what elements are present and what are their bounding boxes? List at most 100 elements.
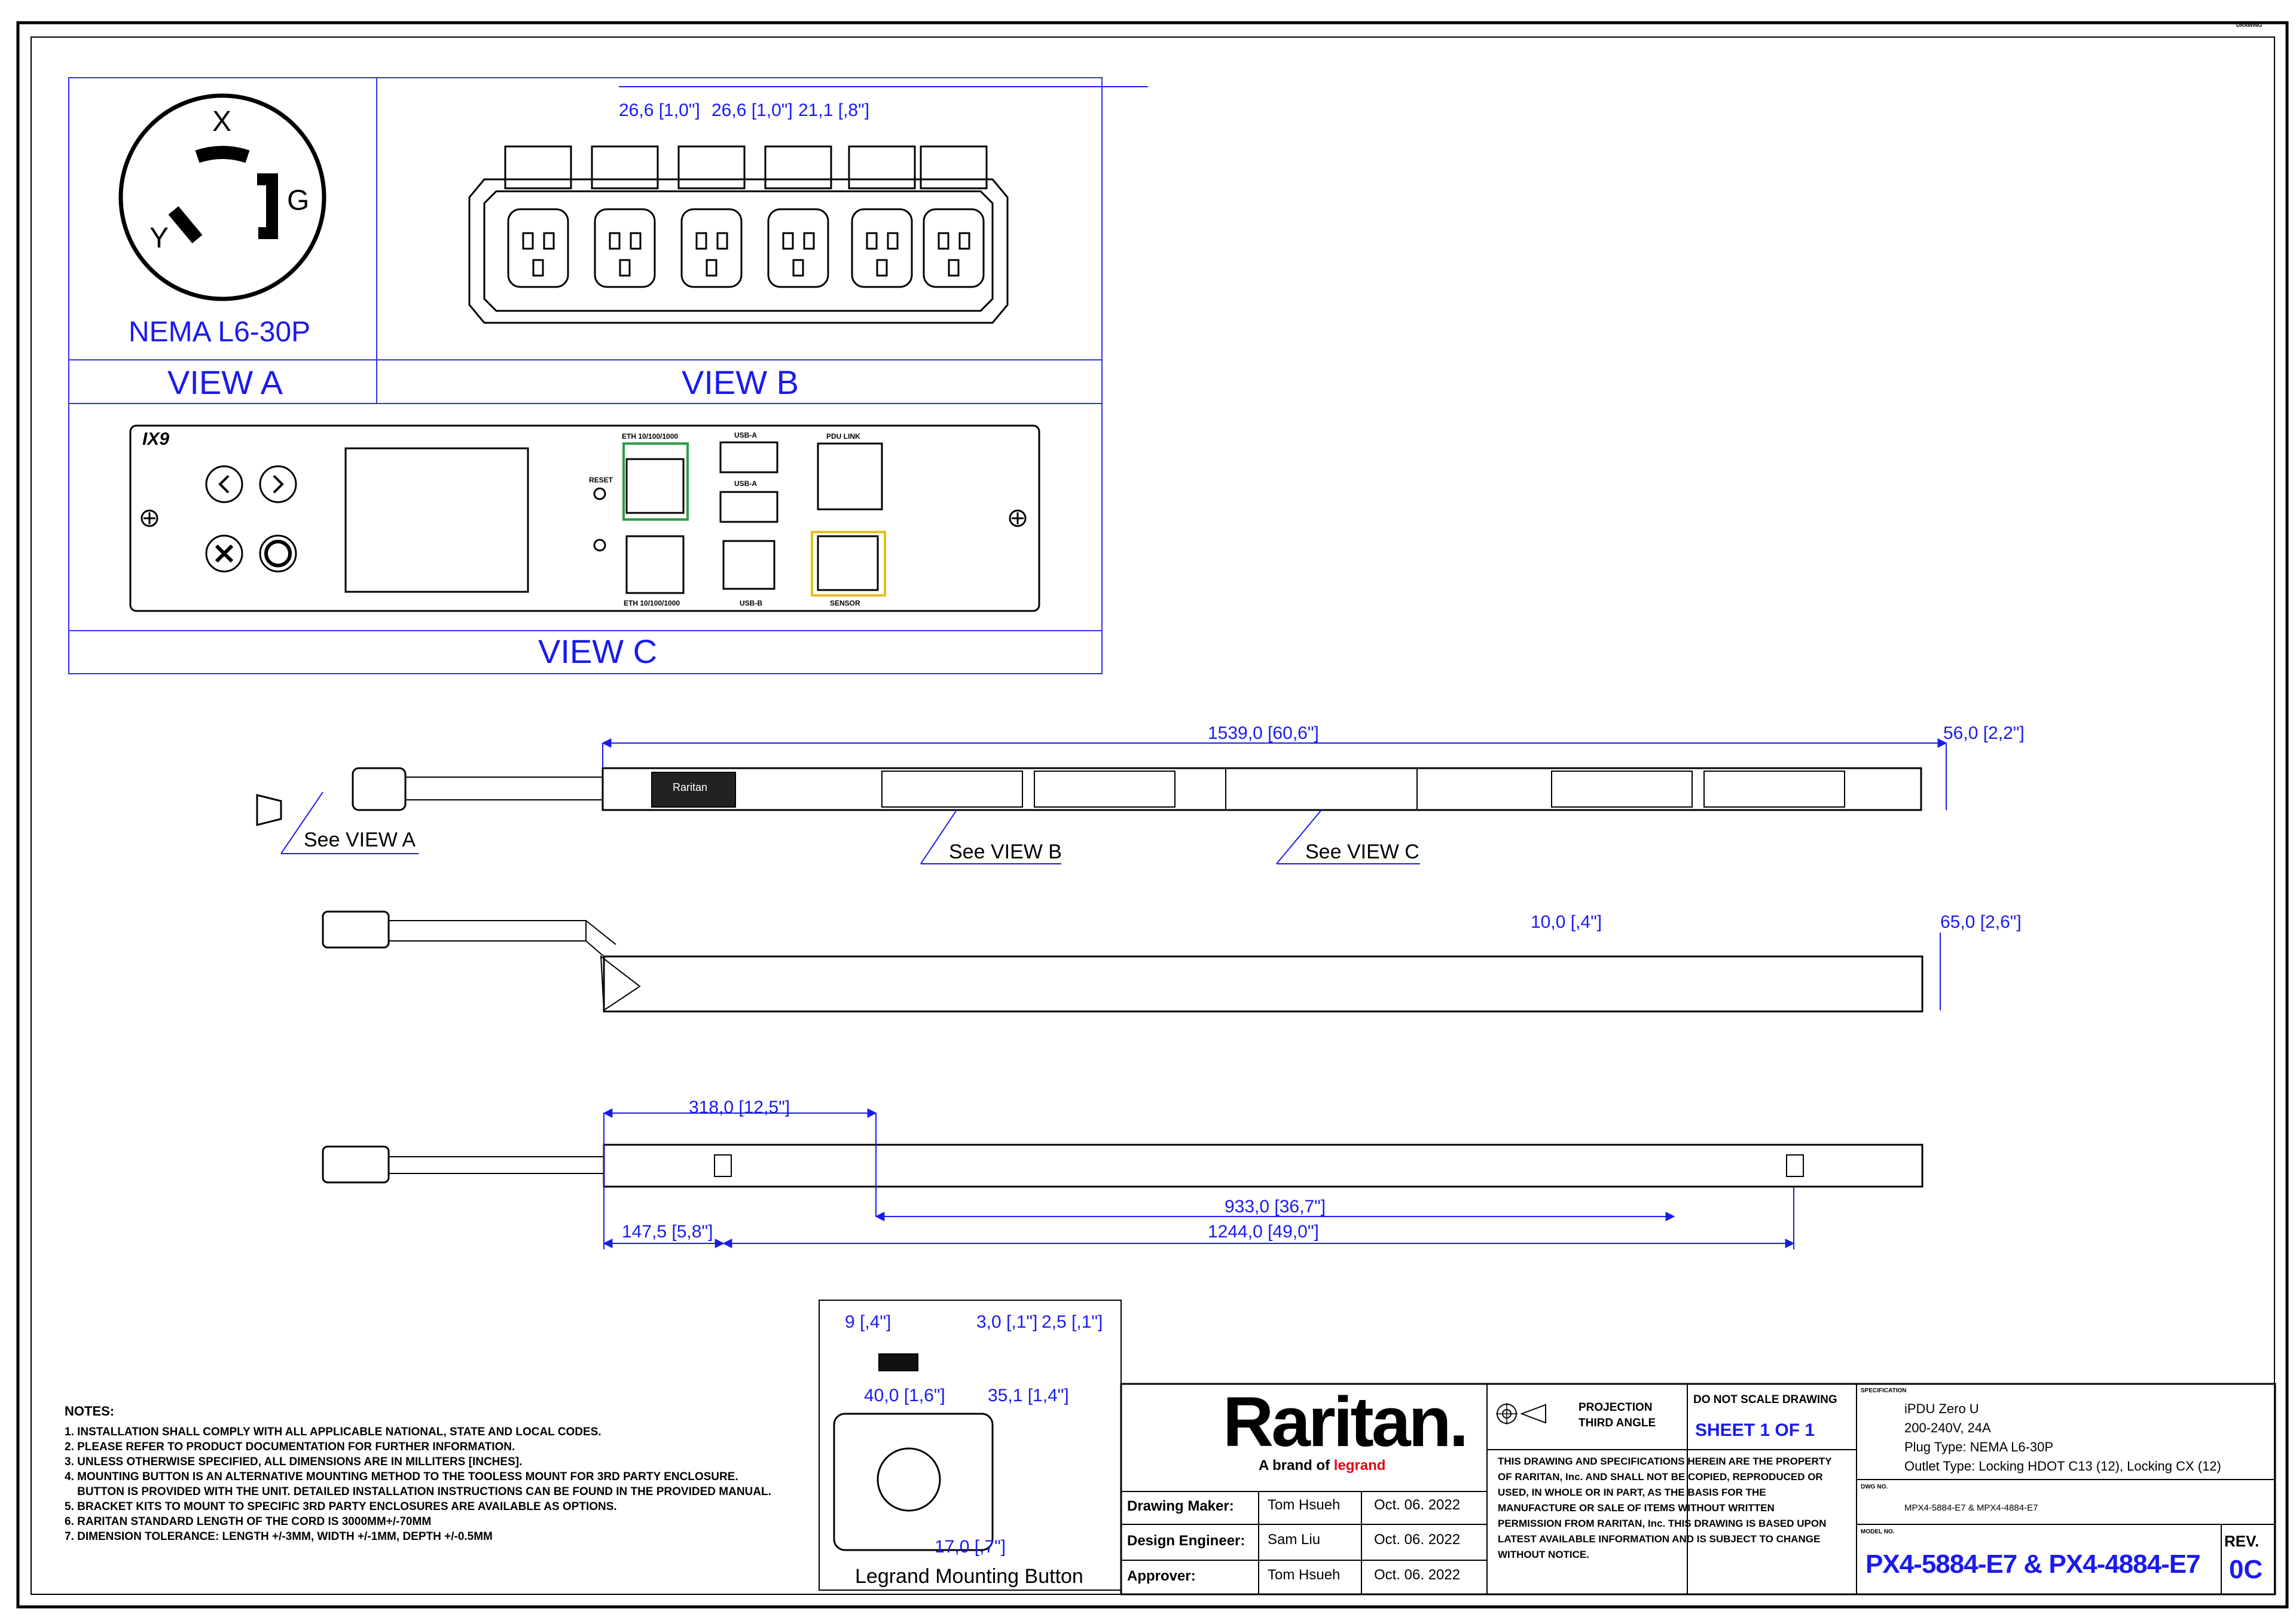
projection-label: PROJECTION THIRD ANGLE	[1578, 1401, 1656, 1429]
drawing-maker-date: Oct. 06. 2022	[1374, 1497, 1461, 1513]
plug-letter-y: Y	[149, 222, 169, 254]
depth-dim-65: 65,0 [2,6"]	[1940, 912, 2022, 932]
reset-label: RESET	[589, 476, 613, 484]
outlet-slot	[532, 259, 544, 277]
notes-title: NOTES:	[65, 1404, 115, 1419]
outlet-receptacle	[594, 208, 656, 288]
plug-type-name: NEMA L6-30P	[129, 316, 311, 348]
note-item: 7. DIMENSION TOLERANCE: LENGTH +/-3MM, W…	[65, 1530, 493, 1543]
outlet-slot	[522, 232, 534, 250]
outlet-slot	[876, 259, 888, 277]
views-frame	[68, 77, 1103, 674]
outlet-slot	[609, 232, 621, 250]
button-dim-25: 2,5 [,1"]	[1042, 1312, 1103, 1332]
plug-letter-g: G	[287, 185, 310, 216]
legrand-logo: legrand	[1333, 1457, 1386, 1474]
note-item: 2. PLEASE REFER TO PRODUCT DOCUMENTATION…	[65, 1441, 515, 1453]
nema-plug-face	[118, 93, 326, 301]
depth-dim-10: 10,0 [,4"]	[1531, 912, 1602, 932]
dwg-no-label: DWG NO.	[1861, 1484, 1888, 1490]
outlet-receptacle	[767, 208, 829, 288]
outlet-slot	[938, 232, 949, 250]
drawing-maker-role: Drawing Maker:	[1127, 1498, 1234, 1514]
ownership-disclaimer: THIS DRAWING AND SPECIFICATIONS HEREIN A…	[1498, 1456, 1832, 1560]
tagline-prefix: A brand of	[1259, 1457, 1330, 1474]
see-view-b-callout: See VIEW B	[949, 840, 1062, 863]
rev-value: 0C	[2229, 1555, 2263, 1584]
note-item: 5. BRACKET KITS TO MOUNT TO SPECIFIC 3RD…	[65, 1500, 617, 1513]
inner-border	[30, 36, 2275, 1595]
outlet-slot	[792, 259, 804, 277]
outlet-slot	[887, 232, 899, 250]
outlet-receptacle	[923, 208, 985, 288]
outlet-receptacle	[680, 208, 743, 288]
back-dim-1244: 1244,0 [49,0"]	[1208, 1222, 1319, 1242]
note-item: 1. INSTALLATION SHALL COMPLY WITH ALL AP…	[65, 1426, 602, 1438]
do-not-scale: DO NOT SCALE DRAWING	[1693, 1393, 1837, 1406]
port-label-usba-1: USB-A	[734, 431, 757, 439]
outlet-slot	[948, 259, 960, 277]
pdu-front-view	[256, 767, 1922, 826]
button-dim-40: 40,0 [1,6"]	[864, 1386, 945, 1405]
note-item: 6. RARITAN STANDARD LENGTH OF THE CORD I…	[65, 1515, 432, 1528]
view-a-label: VIEW A	[167, 363, 283, 401]
design-engineer-date: Oct. 06. 2022	[1374, 1532, 1461, 1548]
button-dim-17: 17,0 [,7"]	[935, 1537, 1006, 1557]
outlet-slot	[619, 259, 631, 277]
note-item: 3. UNLESS OTHERWISE SPECIFIED, ALL DIMEN…	[65, 1456, 523, 1468]
port-label-eth-bottom: ETH 10/100/1000	[624, 599, 680, 607]
design-engineer-name: Sam Liu	[1268, 1532, 1321, 1548]
port-label-pdu-link: PDU LINK	[826, 432, 860, 441]
length-dimension: 1539,0 [60,6"]	[1208, 723, 1319, 743]
model-no-value: PX4-5884-E7 & PX4-4884-E7	[1866, 1549, 2201, 1579]
outlet-slot	[630, 232, 642, 250]
dwg-no-value: MPX4-5884-E7 & MPX4-4884-E7	[1904, 1503, 2038, 1513]
port-label-eth-top: ETH 10/100/1000	[622, 432, 679, 441]
outlet-slot	[543, 232, 555, 250]
view-c-brand-mark: IX9	[142, 429, 170, 449]
view-b-dim-2: 26,6 [1,0"]	[712, 100, 793, 120]
projection-symbol	[1495, 1399, 1549, 1429]
raritan-logo: Raritan.	[1223, 1383, 1468, 1462]
spec-line: Plug Type: NEMA L6-30P	[1904, 1439, 2054, 1454]
dimension-lines	[280, 86, 1947, 1249]
button-dim-9: 9 [,4"]	[845, 1312, 891, 1332]
mounting-button-title: Legrand Mounting Button	[855, 1565, 1083, 1588]
brand-tagline: A brand of legrand	[1259, 1459, 1385, 1473]
title-block-grid	[1120, 1383, 2276, 1596]
view-b-label: VIEW B	[682, 363, 799, 401]
front-logo: Raritan	[673, 781, 708, 793]
drawing-maker-name: Tom Hsueh	[1268, 1497, 1341, 1513]
port-label-usbb: USB-B	[740, 599, 762, 607]
outlet-slot	[706, 259, 718, 277]
note-item: BUTTON IS PROVIDED WITH THE UNIT. DETAIL…	[65, 1486, 771, 1498]
outlet-slot	[695, 232, 707, 250]
plug-letter-x: X	[212, 106, 232, 137]
rev-label: REV.	[2224, 1532, 2260, 1550]
outlet-slot	[803, 232, 815, 250]
width-dimension: 56,0 [2,2"]	[1943, 723, 2025, 743]
approver-role: Approver:	[1127, 1568, 1196, 1584]
approver-date: Oct. 06. 2022	[1374, 1567, 1461, 1583]
controller-panel	[129, 424, 1040, 612]
spec-line: Outlet Type: Locking HDOT C13 (12), Lock…	[1904, 1459, 2221, 1474]
design-engineer-role: Design Engineer:	[1127, 1533, 1245, 1549]
spec-line: iPDU Zero U	[1904, 1401, 1979, 1416]
sheet-number: SHEET 1 OF 1	[1695, 1420, 1815, 1440]
back-dim-318: 318,0 [12,5"]	[689, 1098, 790, 1117]
outlet-slot	[716, 232, 728, 250]
see-view-c-callout: See VIEW C	[1305, 840, 1419, 863]
back-dim-933: 933,0 [36,7"]	[1225, 1197, 1326, 1217]
model-no-label: MODEL NO.	[1861, 1529, 1895, 1535]
outlet-slot	[782, 232, 794, 250]
view-b-dim-1: 26,6 [1,0"]	[619, 100, 700, 120]
outer-border	[16, 21, 2289, 1609]
notes-list: 1. INSTALLATION SHALL COMPLY WITH ALL AP…	[65, 1425, 771, 1544]
back-dim-147: 147,5 [5,8"]	[622, 1222, 713, 1242]
pdu-side-view	[322, 910, 1923, 1013]
port-label-usba-2: USB-A	[734, 479, 757, 488]
port-label-sensor: SENSOR	[830, 599, 860, 607]
view-c-label: VIEW C	[538, 632, 658, 670]
